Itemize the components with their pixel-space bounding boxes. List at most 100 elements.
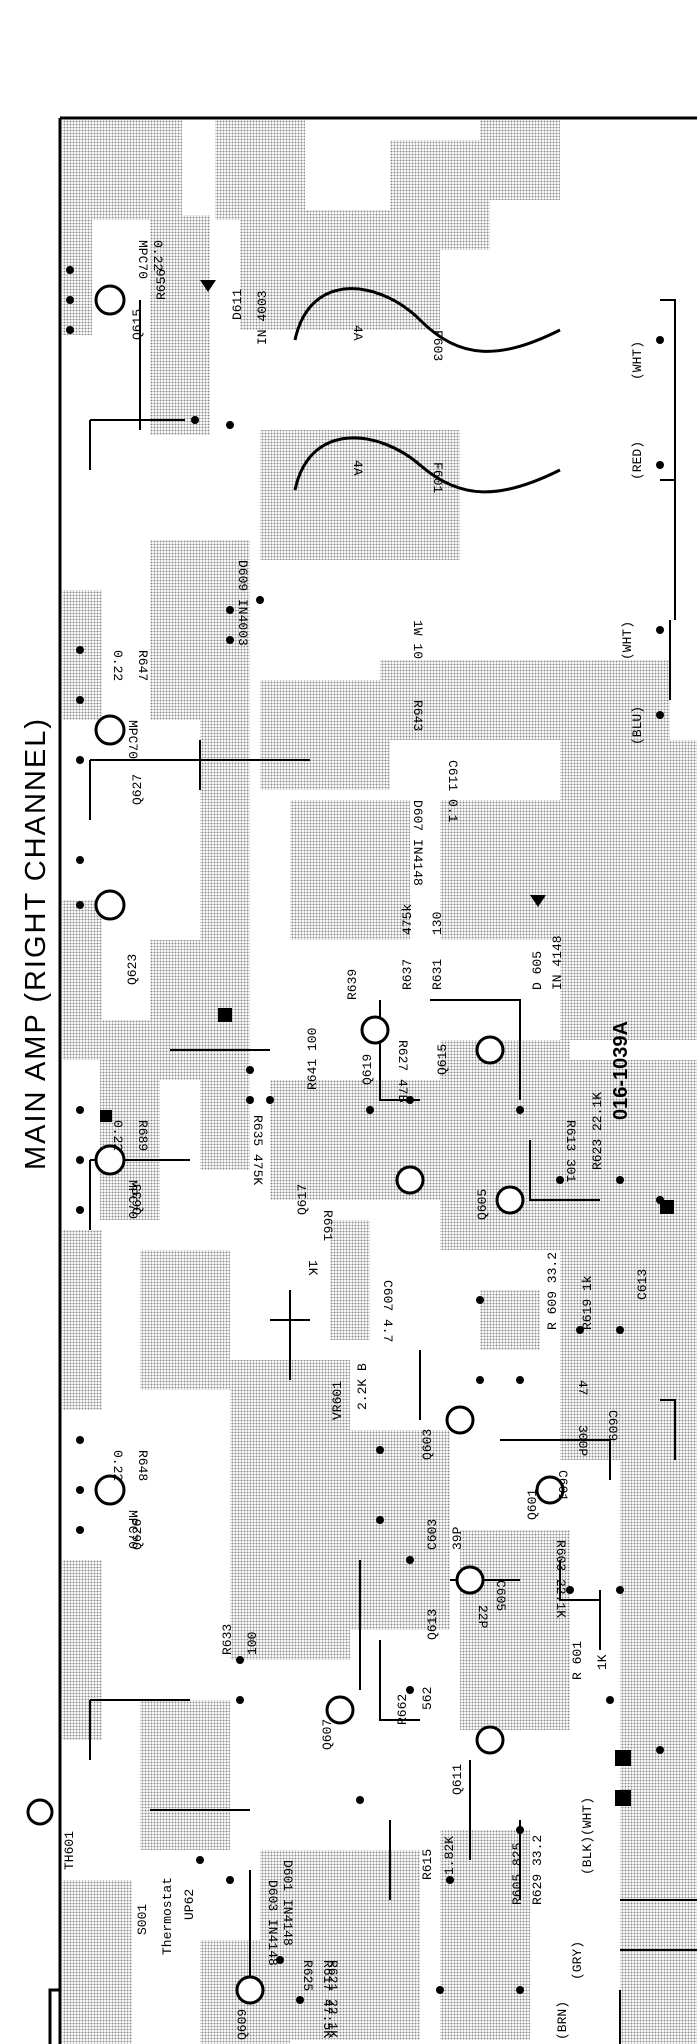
label-d611-part: IN 4003 bbox=[255, 290, 270, 345]
transistor-q615b bbox=[475, 1035, 505, 1065]
label-r621: R621 22.1K bbox=[325, 1960, 340, 2039]
label-r601: R 601 bbox=[570, 1640, 585, 1680]
label-q617: Q617 bbox=[295, 1183, 310, 1215]
label-r661-val: 1K bbox=[305, 1260, 320, 1276]
label-r633-val: 100 bbox=[245, 1631, 260, 1655]
label-q607: Q607 bbox=[320, 1718, 335, 1750]
label-f601-val: 4A bbox=[350, 460, 365, 476]
transistor-q615 bbox=[94, 284, 126, 316]
label-q609: Q609 bbox=[235, 2008, 250, 2040]
label-r643: R643 bbox=[410, 700, 425, 732]
label-d605-part: IN 4148 bbox=[550, 935, 565, 990]
transistor-q627 bbox=[94, 714, 126, 746]
label-d605: D 605 bbox=[530, 950, 545, 990]
label-c603-val: 39P bbox=[450, 1526, 465, 1550]
label-q615b: Q615 bbox=[435, 1043, 450, 1075]
label-q626: Q626 bbox=[130, 1518, 145, 1550]
label-q611: Q611 bbox=[450, 1763, 465, 1795]
label-r689-val: 0.22 bbox=[110, 1120, 125, 1152]
transistor-q613 bbox=[455, 1565, 485, 1595]
label-blk-wht: (BLK)(WHT) bbox=[580, 1796, 595, 1875]
label-d611: D611 bbox=[230, 288, 245, 320]
label-d609: D609 IN4003 bbox=[235, 560, 250, 646]
label-r647-part: MPC70 bbox=[125, 720, 140, 760]
label-wht-top: (WHT) bbox=[630, 340, 645, 380]
label-r629: R629 33.2 bbox=[530, 1834, 545, 1905]
transistor-q617 bbox=[395, 1165, 425, 1195]
label-f601: F601 bbox=[430, 462, 445, 494]
label-r661: R661 bbox=[320, 1210, 335, 1242]
label-r639: R639 bbox=[345, 968, 360, 1000]
label-r637: R637 bbox=[400, 958, 415, 990]
label-q623: Q623 bbox=[125, 953, 140, 985]
label-brn: (BRN) bbox=[555, 2000, 570, 2040]
label-r656: R656 bbox=[154, 268, 169, 300]
label-q605: Q605 bbox=[475, 1188, 490, 1220]
label-r627: R627 47B bbox=[395, 1040, 410, 1103]
label-s001: S001 bbox=[135, 1903, 150, 1935]
transistor-q609 bbox=[235, 1975, 265, 2005]
label-f603: F603 bbox=[430, 330, 445, 362]
label-r662: R662 bbox=[395, 1693, 410, 1725]
label-q619: Q619 bbox=[360, 1053, 375, 1085]
label-vr601: VR601 bbox=[330, 1380, 345, 1420]
label-r633: R633 bbox=[220, 1623, 235, 1655]
transistor-q619 bbox=[360, 1015, 390, 1045]
label-r647-val: 0.22 bbox=[110, 650, 125, 682]
label-red: (RED) bbox=[630, 440, 645, 480]
label-c613: C613 bbox=[635, 1268, 650, 1300]
label-c603: C603 bbox=[425, 1518, 440, 1550]
board-number: 016-1039A bbox=[610, 1021, 632, 1120]
label-r656-val: 0.22 bbox=[150, 240, 165, 272]
fuse-f601 bbox=[293, 436, 561, 494]
label-c607: C607 4.7 bbox=[380, 1280, 395, 1343]
label-r605: R605 825 bbox=[510, 1842, 525, 1905]
label-r625: R625 bbox=[300, 1960, 315, 1992]
label-q603: Q603 bbox=[420, 1428, 435, 1460]
transistor-q605 bbox=[495, 1185, 525, 1215]
label-q615: Q615 bbox=[130, 308, 145, 340]
label-f603-val: 4A bbox=[350, 325, 365, 341]
label-r648: R648 bbox=[135, 1450, 150, 1482]
label-r615: R615 bbox=[420, 1848, 435, 1880]
label-c609-val: 47 bbox=[575, 1380, 590, 1396]
label-up62: UP62 bbox=[182, 1888, 197, 1920]
label-q601: Q601 bbox=[525, 1488, 540, 1520]
label-c609: C609 bbox=[605, 1410, 620, 1442]
label-q613: Q613 bbox=[425, 1608, 440, 1640]
label-r631-val: 130 bbox=[430, 911, 445, 935]
label-r635: R635 475K bbox=[250, 1115, 265, 1186]
label-r615-val: 1.82K bbox=[442, 1835, 457, 1875]
fuse-f603 bbox=[293, 287, 561, 353]
label-thermostat: Thermostat bbox=[160, 1876, 175, 1955]
label-r637-val: 475k bbox=[400, 903, 415, 935]
label-c605: C605 bbox=[493, 1580, 508, 1612]
label-r662-val: 562 bbox=[420, 1686, 435, 1710]
label-q627: Q627 bbox=[130, 773, 145, 805]
label-r601-val: 1K bbox=[595, 1654, 610, 1670]
label-blu: (BLU) bbox=[630, 705, 645, 745]
label-r623: R623 22.1K bbox=[590, 1091, 605, 1170]
label-c611: C611 0.1 bbox=[445, 760, 460, 823]
label-r647: R647 bbox=[135, 650, 150, 682]
label-r656-part: MPC70 bbox=[135, 240, 150, 280]
transistor-q601 bbox=[535, 1475, 565, 1505]
label-gry: (GRY) bbox=[570, 1940, 585, 1980]
label-c601-val: 300P bbox=[575, 1425, 590, 1457]
transistor-q623 bbox=[94, 889, 126, 921]
label-r619: R619 1k bbox=[580, 1275, 595, 1330]
transistor-th601 bbox=[26, 1798, 54, 1826]
label-r603: R603 22.1K bbox=[553, 1540, 568, 1619]
label-vr601-val: 2.2K B bbox=[355, 1363, 370, 1410]
transistor-q603 bbox=[445, 1405, 475, 1435]
label-c601: C601 bbox=[555, 1470, 570, 1502]
label-th601: TH601 bbox=[62, 1830, 77, 1870]
label-r648-val: 0.22 bbox=[110, 1450, 125, 1482]
label-d601: D601 IN4148 bbox=[280, 1860, 295, 1946]
label-r613: R613 301 bbox=[563, 1120, 578, 1183]
label-c605-val: 22P bbox=[475, 1605, 490, 1629]
label-r689: R689 bbox=[135, 1120, 150, 1152]
transistor-q626 bbox=[94, 1474, 126, 1506]
label-r643-val: 1W 10 bbox=[410, 620, 425, 660]
